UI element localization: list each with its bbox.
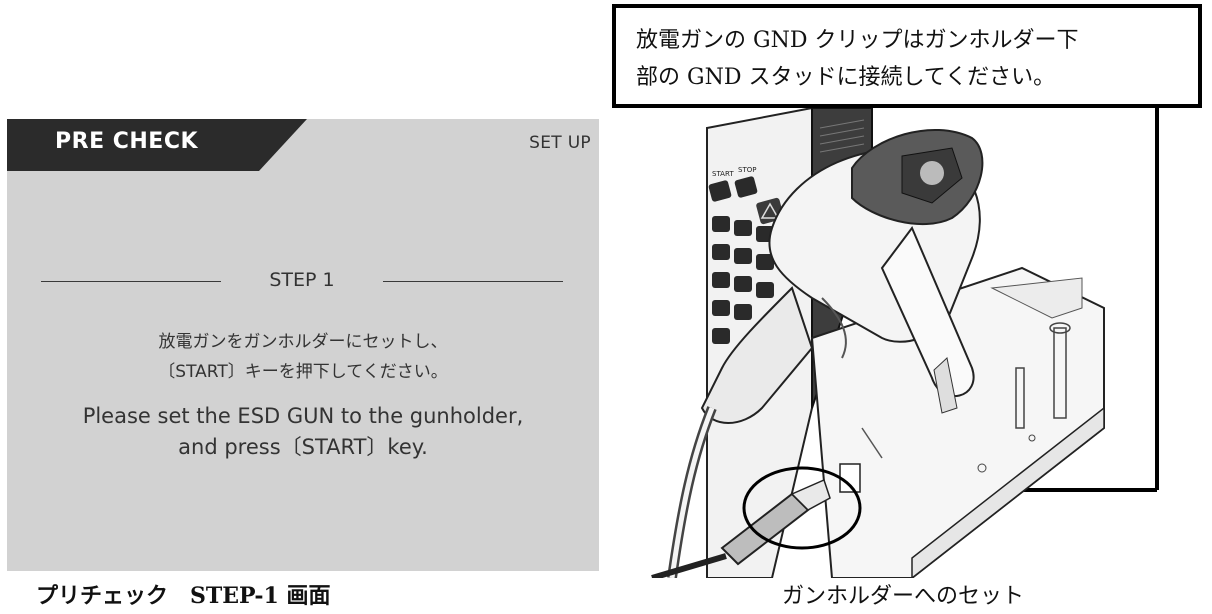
gun-holder-icon — [810, 266, 1105, 578]
setup-label[interactable]: SET UP — [529, 133, 591, 153]
gnd-stud-highlight-circle — [742, 466, 862, 550]
instruction-en-line1: Please set the ESD GUN to the gunholder, — [82, 404, 524, 428]
number-keys — [712, 216, 774, 344]
stop-key — [734, 176, 758, 198]
step-heading: STEP 1 — [41, 267, 563, 295]
gun-holder-illustration: START STOP — [651, 108, 1159, 578]
instruction-jp-line2: 〔START〕キーを押下してください。 — [158, 362, 448, 382]
keypad: START STOP — [708, 166, 784, 344]
svg-text:STOP: STOP — [738, 166, 756, 174]
gnd-callout-box: 放電ガンの GND クリップはガンホルダー下 部の GND スタッドに接続してく… — [612, 4, 1202, 108]
svg-text:START: START — [712, 170, 734, 178]
step-label: STEP 1 — [269, 269, 335, 291]
screen-header: PRE CHECK SET UP — [7, 119, 599, 171]
instruction-jp-line1: 放電ガンをガンホルダーにセットし、 — [158, 332, 448, 352]
callout-line1: 放電ガンの GND クリップはガンホルダー下 — [636, 28, 1079, 53]
precheck-screen: PRE CHECK SET UP STEP 1 放電ガンをガンホルダーにセットし… — [7, 119, 599, 571]
header-tab-shape — [7, 119, 307, 171]
callout-line2: 部の GND スタッドに接続してください。 — [636, 65, 1056, 90]
caption-gun-holder: ガンホルダーへのセット — [782, 584, 1025, 609]
caption-precheck: プリチェック STEP-1 画面 — [36, 583, 331, 609]
start-key — [708, 180, 732, 202]
header-title: PRE CHECK — [55, 129, 199, 154]
step-divider-right — [383, 281, 563, 282]
instruction-en-line2: and press〔START〕key. — [178, 435, 428, 459]
step-divider-left — [41, 281, 221, 282]
esd-gun-icon — [667, 129, 984, 578]
warning-icon — [760, 202, 780, 219]
gnd-clip-icon — [651, 463, 862, 578]
callout-text: 放電ガンの GND クリップはガンホルダー下 部の GND スタッドに接続してく… — [636, 22, 1186, 96]
